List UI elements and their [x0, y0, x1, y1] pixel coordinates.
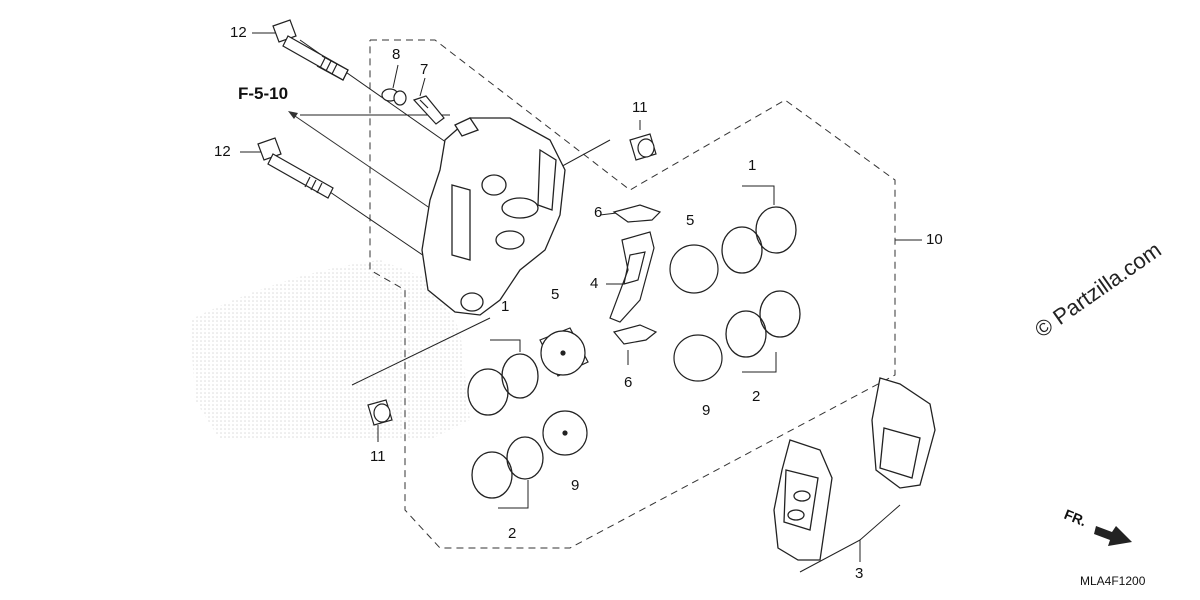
reference-arrow [288, 111, 441, 216]
callout-2-left: 2 [508, 525, 517, 542]
bolt-bottom [257, 137, 334, 199]
assembly-outline [369, 39, 896, 549]
callout-5-right: 5 [686, 212, 695, 229]
right-seals [721, 206, 801, 358]
reference-label: F-5-10 [238, 84, 289, 103]
callout-1-left: 1 [501, 298, 510, 315]
callout-10: 10 [926, 231, 943, 248]
motorcycle-silhouette [190, 260, 470, 440]
left-seals [467, 353, 544, 499]
bleeder-screw [412, 95, 445, 125]
callout-12-top: 12 [230, 24, 247, 41]
callout-11-top: 11 [632, 99, 648, 116]
callout-9-right: 9 [702, 402, 711, 419]
brake-pad-rear [871, 377, 936, 489]
collar-bottom [367, 399, 393, 426]
callout-8: 8 [392, 46, 401, 63]
pad-spring [609, 231, 655, 323]
callout-12-bottom: 12 [214, 143, 231, 160]
brake-pad-front [773, 439, 833, 561]
callout-6-top: 6 [594, 204, 603, 221]
left-piston-lower [542, 410, 588, 456]
callout-3: 3 [855, 565, 864, 582]
collar-top [629, 133, 657, 161]
pad-clip-bottom [612, 324, 658, 345]
diagram-code: MLA4F1200 [1080, 574, 1146, 588]
callout-9-left: 9 [571, 477, 580, 494]
callout-1-right: 1 [748, 157, 757, 174]
left-piston-upper [539, 327, 589, 377]
callout-11-bottom: 11 [370, 448, 386, 465]
bleeder-cap [381, 88, 407, 106]
pad-clip-top [612, 204, 662, 223]
right-piston-upper [669, 244, 719, 294]
callout-2-right: 2 [752, 388, 761, 405]
callout-7: 7 [420, 61, 429, 78]
caliper-body [421, 117, 566, 316]
callout-5-left: 5 [551, 286, 560, 303]
callout-6-bottom: 6 [624, 374, 633, 391]
direction-arrow [1094, 526, 1132, 546]
bolt-top [272, 19, 349, 81]
callout-4: 4 [590, 275, 599, 292]
right-piston-lower [673, 334, 723, 382]
